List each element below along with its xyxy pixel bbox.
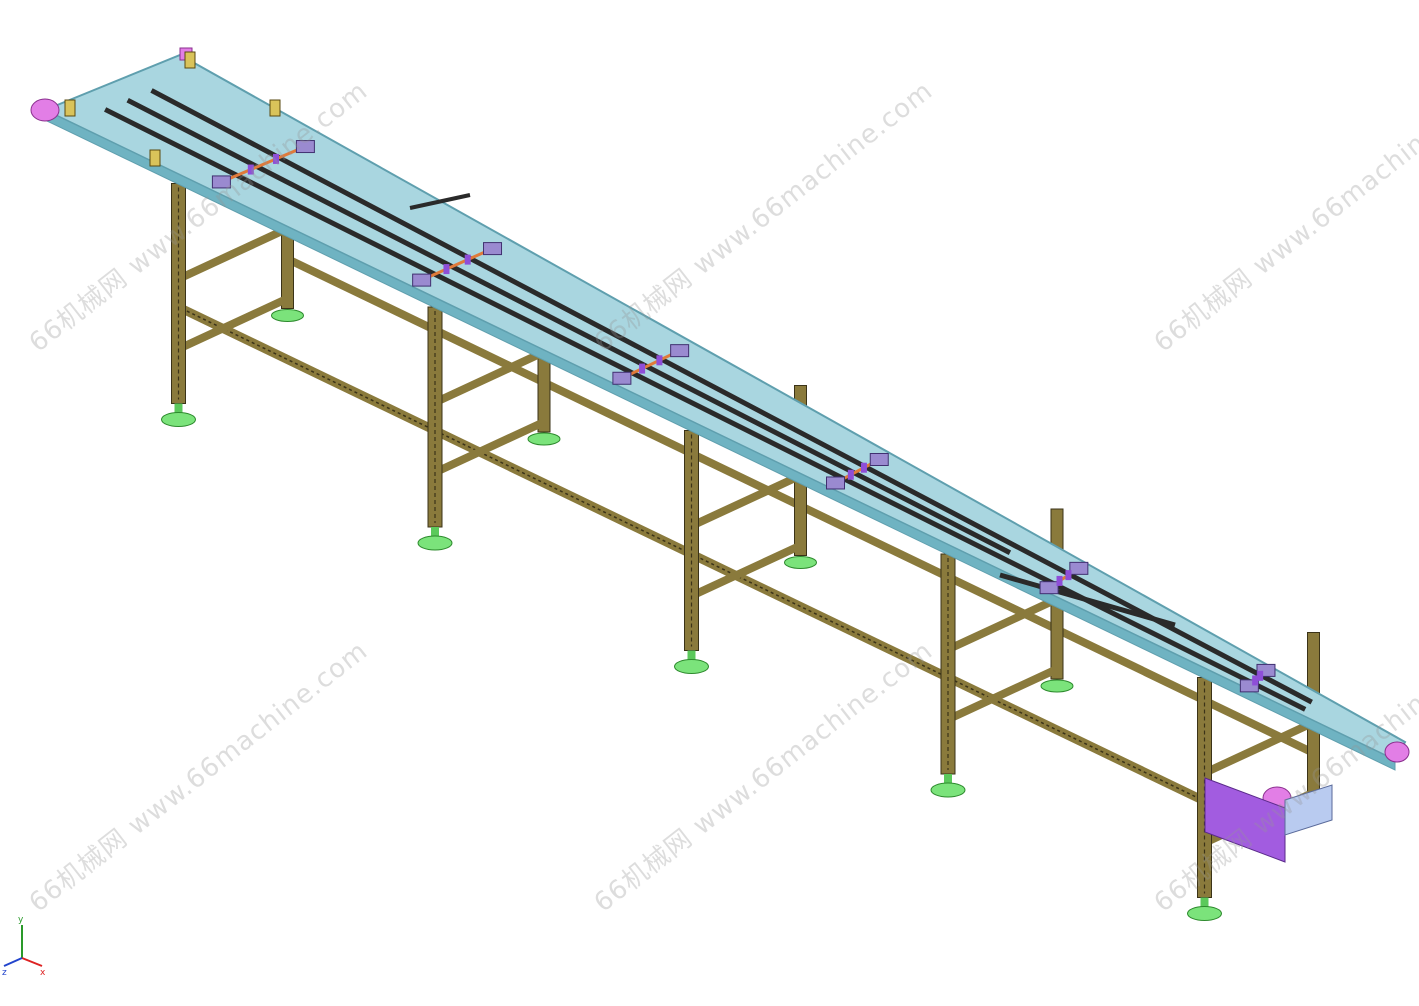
end-bracket: [269, 99, 281, 117]
diverter-strip: [999, 572, 1176, 628]
guide-clamp: [860, 462, 867, 473]
coordinate-triad: y x z: [2, 915, 46, 978]
leveling-foot-back: [271, 309, 304, 322]
guide-bracket: [295, 140, 315, 154]
guide-rod: [421, 247, 494, 282]
guide-bracket: [826, 476, 845, 490]
end-bracket: [149, 149, 161, 167]
foot-stem: [431, 527, 439, 541]
guide-bracket: [211, 175, 231, 189]
guide-clamp: [1252, 675, 1259, 686]
guide-clamp: [1257, 670, 1264, 681]
guide-rod: [220, 145, 306, 184]
guide-bracket: [1069, 561, 1089, 575]
guide-rod: [621, 349, 681, 380]
frame-cross-brace: [177, 224, 290, 283]
guide-clamp: [247, 164, 254, 175]
drive-motor: [1204, 777, 1286, 863]
guide-clamp: [847, 469, 854, 480]
guide-clamp: [464, 254, 471, 265]
guide-bracket: [412, 273, 432, 287]
triad-z-label: z: [2, 968, 7, 978]
end-roller-cap-rear: [30, 98, 60, 122]
leveling-foot-back: [784, 556, 817, 569]
leveling-foot: [930, 782, 966, 798]
guide-bracket: [612, 371, 632, 385]
guide-clamp: [273, 153, 279, 164]
guide-bracket: [483, 242, 503, 256]
foot-stem: [944, 774, 952, 788]
end-bracket: [184, 51, 196, 69]
foot-stem: [1200, 897, 1209, 912]
frame-cross-brace: [947, 595, 1059, 653]
belt-side-rail: [44, 109, 1396, 771]
belt-track-strip: [104, 107, 1307, 712]
guide-clamp: [1065, 570, 1072, 581]
leveling-foot: [161, 412, 196, 427]
leveling-foot-back: [1040, 679, 1074, 693]
frame-cross-brace-lower: [177, 294, 290, 353]
support-frame: [161, 138, 1330, 921]
leveling-foot-back: [527, 432, 561, 446]
frame-cross-brace: [690, 471, 803, 530]
guide-clamp: [656, 355, 663, 366]
guide-bracket: [869, 452, 889, 466]
triad-x-label: x: [40, 968, 46, 978]
leveling-foot: [674, 659, 709, 674]
foot-stem: [174, 403, 183, 418]
guide-bracket: [670, 344, 690, 358]
guide-bracket: [1039, 581, 1059, 595]
lower-rail-front-slot: [181, 307, 1208, 804]
triad-y-label: y: [18, 915, 24, 925]
guide-clamp: [1056, 575, 1063, 586]
guide-clamp: [639, 363, 646, 374]
foot-stem: [687, 650, 696, 665]
frame-cross-brace-lower: [690, 541, 803, 600]
end-roller-cap-front-back: [1384, 741, 1410, 763]
belt-track-strip: [150, 88, 1313, 705]
frame-cross-brace: [1203, 718, 1316, 777]
end-bracket: [64, 99, 76, 117]
conveyor-belt: [30, 47, 1410, 863]
diverter-strip-rear: [409, 193, 471, 210]
leveling-foot: [1187, 906, 1222, 921]
belt-track-strip: [126, 97, 1012, 556]
guide-clamp: [443, 264, 450, 275]
drive-gearbox: [1284, 784, 1333, 836]
frame-cross-brace-lower: [434, 418, 546, 476]
frame-cross-brace-lower: [947, 665, 1059, 723]
leveling-foot: [417, 535, 453, 551]
frame-cross-brace: [434, 348, 546, 406]
guide-fixtures: [64, 51, 1276, 693]
